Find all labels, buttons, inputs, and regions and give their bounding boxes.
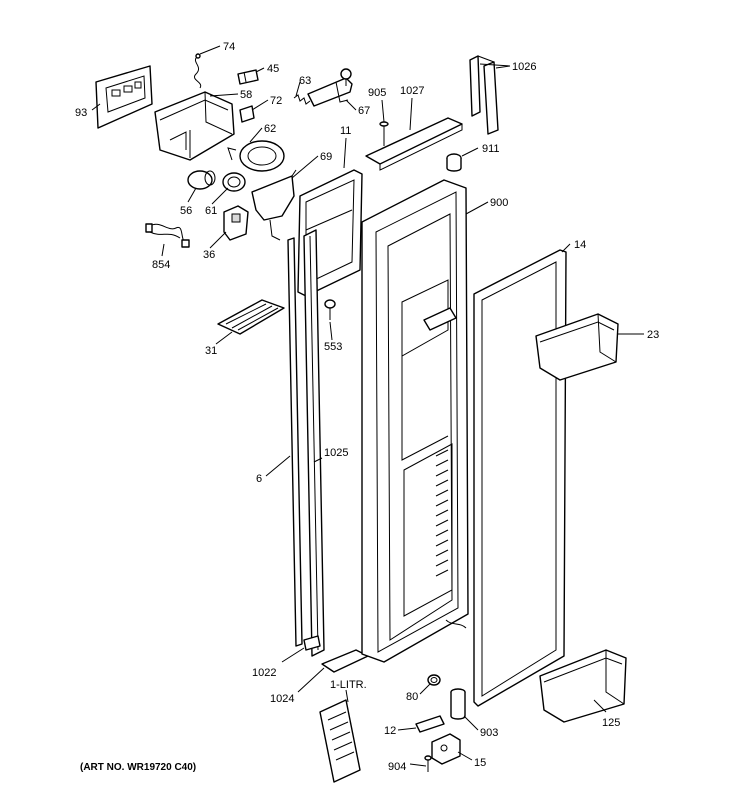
part-23-bin: [535, 313, 619, 381]
callout-12: 12: [384, 725, 396, 737]
part-1022-clip: [303, 635, 321, 651]
part-125-bin: [539, 649, 627, 723]
part-31-grille: [217, 299, 285, 335]
callout-903: 903: [480, 727, 498, 739]
callout-15: 15: [474, 757, 486, 769]
callout-58: 58: [240, 89, 252, 101]
part-854-harness: [145, 223, 190, 248]
callout-6: 6: [256, 473, 262, 485]
part-1026-channel: [469, 55, 499, 135]
callout-69: 69: [320, 151, 332, 163]
part-56-motor: [187, 170, 216, 190]
callout-72: 72: [270, 95, 282, 107]
callout-900: 900: [490, 197, 508, 209]
callout-93: 93: [75, 107, 87, 119]
callout-1024: 1024: [270, 693, 294, 705]
callout-labels: 74 45 93 58 63 72 67 905 1027 1026 62 11…: [75, 41, 659, 773]
callout-36: 36: [203, 249, 215, 261]
part-12-plate: [415, 715, 445, 733]
part-93-control-panel: [95, 65, 153, 129]
callout-80: 80: [406, 691, 418, 703]
part-67-lever: [307, 68, 353, 107]
callout-1026: 1026: [512, 61, 536, 73]
callout-1025: 1025: [324, 447, 348, 459]
part-15-bracket: [431, 733, 461, 765]
part-6-trim: [287, 237, 303, 647]
part-72-switch: [239, 105, 255, 123]
callout-63: 63: [299, 75, 311, 87]
part-69-chute: [251, 169, 297, 241]
leader-lines: [91, 45, 644, 767]
part-903-cylinder: [450, 688, 466, 720]
part-1024-bottom-trim: [321, 649, 369, 673]
callout-23: 23: [647, 329, 659, 341]
part-63-spring: [293, 94, 311, 105]
callout-553: 553: [324, 341, 342, 353]
callout-14: 14: [574, 239, 586, 251]
callout-911: 911: [482, 143, 500, 155]
callout-905: 905: [368, 87, 386, 99]
callout-74: 74: [223, 41, 235, 53]
callout-45: 45: [267, 63, 279, 75]
part-literature-packet: [319, 699, 361, 783]
callout-854: 854: [152, 259, 170, 271]
part-74-wire: [194, 53, 202, 89]
callout-31: 31: [205, 345, 217, 357]
callout-1027: 1027: [400, 85, 424, 97]
part-1025-trim: [303, 229, 325, 657]
part-61-coupling: [222, 172, 246, 192]
callout-904: 904: [388, 761, 406, 773]
part-14-gasket: [473, 249, 567, 707]
part-1027-bar: [365, 117, 463, 171]
callout-61: 61: [205, 205, 217, 217]
art-number: (ART NO. WR19720 C40): [80, 762, 196, 773]
callout-11: 11: [340, 125, 351, 137]
door-rib-stack: [435, 449, 449, 577]
part-900-door: [361, 179, 469, 663]
callout-1022: 1022: [252, 667, 276, 679]
part-553-screw: [324, 299, 336, 320]
part-62-ring: [227, 140, 285, 172]
part-36-actuator: [223, 205, 249, 241]
part-911-cap: [446, 153, 462, 172]
part-45-bracket: [237, 69, 259, 85]
callout-67: 67: [358, 105, 370, 117]
part-dispenser-housing: [154, 91, 235, 161]
part-904-screw: [424, 755, 432, 772]
callout-56: 56: [180, 205, 192, 217]
part-905-screw: [379, 121, 389, 146]
callout-125: 125: [602, 717, 620, 729]
callout-62: 62: [264, 123, 276, 135]
callout-1-litr: 1-LITR.: [330, 679, 367, 691]
part-80-knob: [427, 674, 441, 686]
